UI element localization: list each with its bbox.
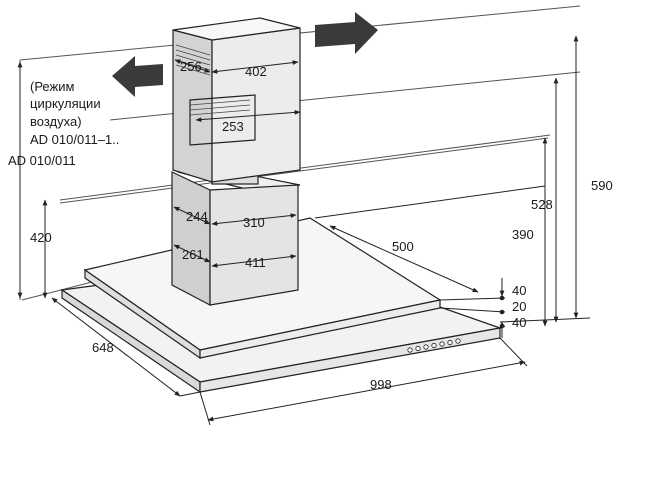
lower-chimney	[171, 157, 301, 306]
dim-lower-width-bottom: 411	[245, 255, 266, 270]
upper-chimney	[172, 17, 301, 183]
upper-chimney-top	[172, 17, 301, 41]
dim-chimney-depth-mid: 253	[222, 119, 244, 134]
dim-lower-width-top: 310	[243, 215, 265, 230]
dim-lower-depth-bottom: 261	[182, 247, 204, 262]
direction-arrows	[112, 12, 378, 97]
dim-panel-40-top: 40	[512, 283, 526, 298]
arrow-right-icon	[315, 12, 378, 54]
dimension-labels: 256 402 253 244 310 261 411 500 420 390 …	[30, 59, 613, 392]
note-recirc-model: AD 010/011–1..	[30, 132, 119, 147]
note-model: AD 010/011	[8, 153, 76, 168]
dim-height-390: 390	[512, 227, 534, 242]
dim-height-528: 528	[531, 197, 553, 212]
dim-panel-20: 20	[512, 299, 526, 314]
dim-chimney-depth-top: 256	[180, 59, 202, 74]
note-recirc-line1: (Режим	[30, 79, 74, 94]
dim-chimney-width-top: 402	[245, 64, 267, 79]
control-buttons	[407, 338, 461, 353]
dim-lower-depth: 244	[186, 209, 208, 224]
dim-hood-width: 998	[370, 377, 392, 392]
dim-panel-40-bottom: 40	[512, 315, 526, 330]
upper-chimney-left	[172, 29, 213, 183]
lower-chimney-left	[171, 171, 211, 306]
dim-hood-depth-to-back: 500	[392, 239, 414, 254]
upper-chimney-front	[211, 27, 301, 183]
model-notes: (Режим циркуляции воздуха) AD 010/011–1.…	[8, 79, 119, 168]
dim-hood-depth: 648	[92, 340, 114, 355]
note-recirc-line2: циркуляции	[30, 96, 101, 111]
note-recirc-line3: воздуха)	[30, 114, 82, 129]
dim-height-590: 590	[591, 178, 613, 193]
arrow-left-icon	[112, 56, 163, 97]
dimension-lines	[17, 35, 591, 426]
lower-chimney-front	[209, 184, 299, 306]
dim-height-420: 420	[30, 230, 52, 245]
